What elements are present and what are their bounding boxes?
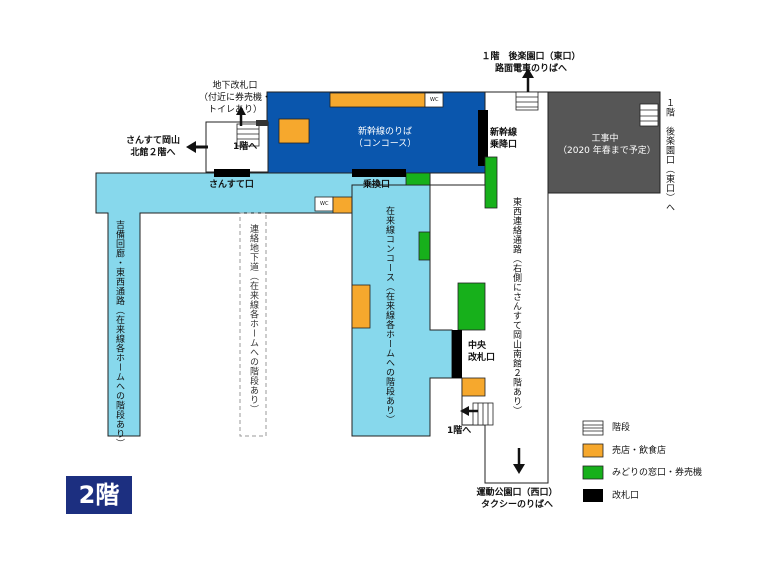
shinkansen-label: 新幹線のりば （コンコース） (353, 127, 417, 149)
shinkansen-dark-gate (256, 120, 268, 126)
stairs-underground-lines (237, 128, 259, 140)
floor-badge: 2階 (66, 476, 132, 514)
stairs-underground (236, 123, 260, 147)
wc-label-1: WC (430, 97, 439, 103)
north-exit-label: さんすて岡山 北館２階へ (126, 136, 180, 158)
shop-conventional (351, 284, 371, 329)
west-exit-label: 運動公園口（西口） タクシーのりばへ (476, 488, 558, 510)
shinkansen-exit-gate (478, 110, 488, 166)
underground-gate-label: 地下改札口 （付近に券売機・ トイレあり） (198, 81, 271, 115)
shop-central (461, 377, 486, 397)
ticket-east-1 (484, 156, 498, 209)
arrows (186, 68, 534, 474)
transfer-gate-label: 乗換口 (363, 180, 391, 190)
construction-label: 工事中 （2020 年春まで予定） (558, 134, 656, 156)
central-gate (452, 330, 462, 378)
ticket-conventional-2 (418, 231, 431, 261)
underground-passage (239, 212, 267, 437)
legend-ticket-icon (582, 465, 604, 480)
ticket-conventional-1 (405, 172, 431, 186)
transfer-gate (352, 169, 406, 177)
wc-shinkansen (424, 92, 444, 108)
legend-gate-icon (583, 489, 603, 502)
stairs-construction (639, 103, 659, 127)
legend-ticket: みどりの窓口・券売機 (612, 468, 703, 478)
sansute-gate-label: さんすて口 (209, 180, 254, 190)
to-1f-left-label: 1階へ (233, 142, 258, 152)
conventional-label: 在来線コンコース（在来線各ホームへの階段あり） (384, 206, 394, 425)
central-gate-label: 中央 改札口 (468, 341, 496, 363)
to-1f-center-label: 1階へ (447, 426, 472, 436)
shop-shinkansen-top (329, 92, 426, 108)
shop-kibi (332, 196, 353, 214)
ticket-east-2 (457, 282, 486, 331)
sansute-gate (214, 169, 250, 177)
wc-label-2: WC (320, 201, 329, 207)
legend-shop: 売店・飲食店 (612, 446, 667, 456)
east-1f-label: １階 後楽園口（東口） 路面電車のりばへ (481, 52, 581, 74)
legend-stairs: 階段 (612, 423, 631, 433)
underground-passage-label: 連絡地下道（在来線各ホームへの階段あり） (248, 224, 258, 414)
east-west-label: 東西連絡通路（右側にさんすて岡山南館２階あり） (511, 197, 521, 416)
legend-shop-icon (582, 443, 604, 458)
kibi-label: 吉備回廊・東西通路（在来線各ホームへの階段あり） (114, 220, 124, 448)
shop-shinkansen-left (278, 118, 310, 144)
east-side-vertical-label: １階 後楽園口（東口）へ (664, 98, 674, 212)
legend-gate: 改札口 (612, 491, 640, 501)
shinkansen-exit-label: 新幹線 乗降口 (490, 128, 518, 150)
